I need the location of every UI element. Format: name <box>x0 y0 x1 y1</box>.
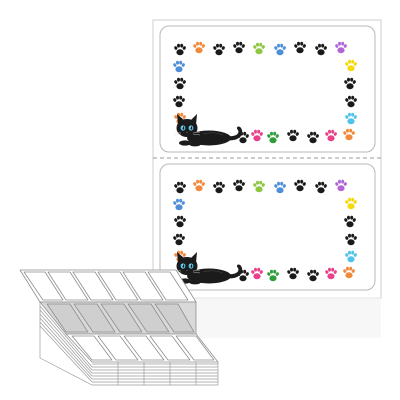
fanfold-stack <box>19 269 219 386</box>
label-bottom <box>159 163 376 291</box>
stack-middle-cells <box>46 303 195 333</box>
stack-bottom-cells <box>71 335 215 361</box>
stack-edges <box>39 302 219 386</box>
label-top <box>159 25 376 153</box>
stack-top-cells <box>23 271 189 301</box>
